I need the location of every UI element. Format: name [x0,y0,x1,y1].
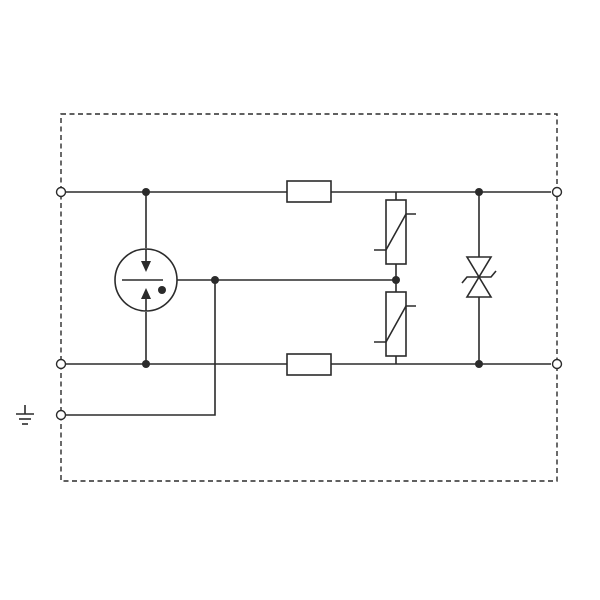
junction-dot [142,360,150,368]
varistor-upper [374,199,416,265]
junction-dots [142,188,483,368]
junction-dot [475,360,483,368]
gas-discharge-tube-symbol [114,248,178,312]
terminal-output-bottom [551,358,563,370]
bidirectional-tvs-diode [461,256,497,298]
ground-wire [66,280,216,416]
resistor-bottom [286,353,332,376]
junction-dot [392,276,400,284]
terminal-input-top [55,186,67,198]
dashed-boundary [60,113,558,482]
junction-dot [142,188,150,196]
ground-icon [16,405,34,425]
terminal-input-bottom [55,358,67,370]
terminal-ground [55,409,67,421]
terminal-output-top [551,186,563,198]
junction-dot [475,188,483,196]
junction-dot [211,276,219,284]
resistor-top [286,180,332,203]
terminals [55,186,563,421]
varistor-lower [374,291,416,357]
